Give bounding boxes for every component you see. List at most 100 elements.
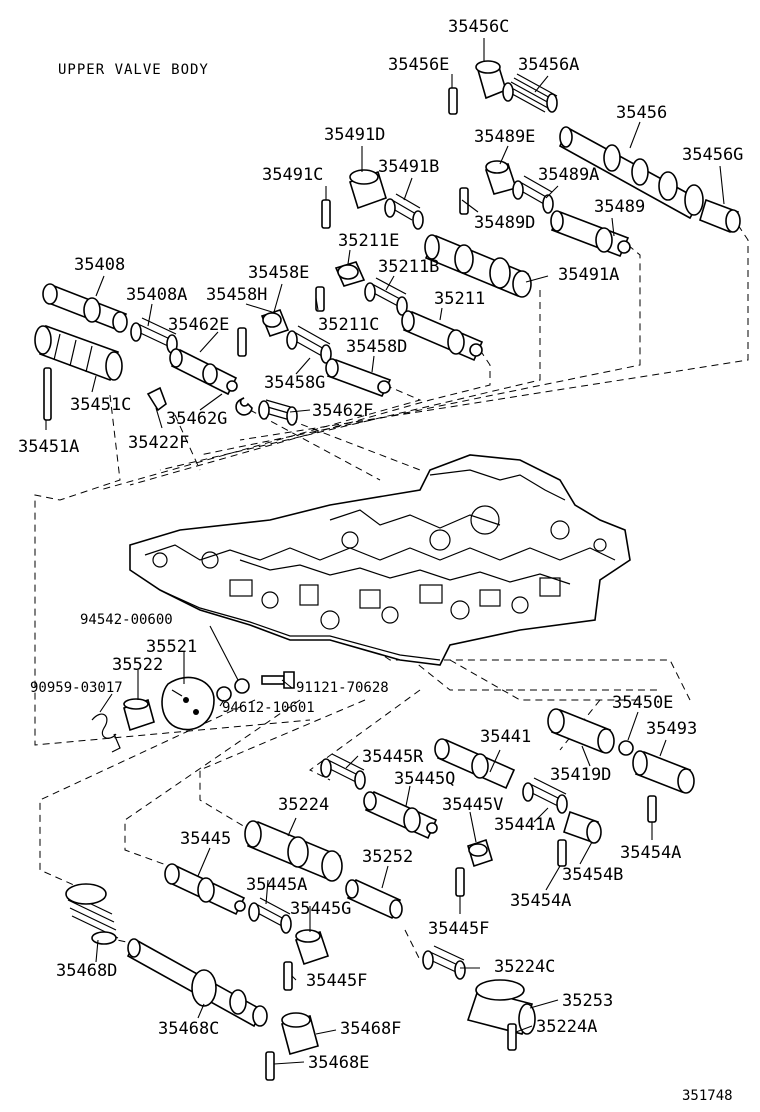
label-35462f: 35462F [312,401,373,421]
upper-valve-body-housing [129,454,631,666]
label-35445a: 35445A [246,875,307,895]
part-35493-plug [632,750,695,794]
part-35468f-plug [281,1012,319,1055]
part-35450e-ball [618,740,634,756]
label-35458g: 35458G [264,373,325,393]
label-35211b: 35211B [378,257,439,277]
part-35522-plug [123,698,155,732]
part-35468e-pin [265,1051,275,1081]
label-35450e: 35450E [612,693,673,713]
label-35408a: 35408A [126,285,187,305]
label-35489: 35489 [594,197,645,217]
label-35408: 35408 [74,255,125,275]
label-35445: 35445 [180,829,231,849]
part-35458d-valve [325,358,392,397]
label-35211: 35211 [434,289,485,309]
part-35489a-spring [512,175,554,214]
label-35458e: 35458E [248,263,309,283]
label-91121-70628: 91121-70628 [296,680,389,696]
label-35451a: 35451A [18,437,79,457]
part-35491d-plug [349,169,387,210]
label-35454a-center: 35454A [510,891,571,911]
label-35468c: 35468C [158,1019,219,1039]
part-35211e-plug [334,261,366,287]
part-35491a-valve [424,234,532,298]
part-35224-valve [244,820,343,882]
part-35445g-plug [294,929,330,966]
part-35419d-sleeve [547,708,615,754]
part-35454b-plug [563,810,602,844]
part-35445a-spring [248,897,292,934]
part-35445f-pin-center [455,867,465,897]
label-35456e: 35456E [388,55,449,75]
label-35456: 35456 [616,103,667,123]
label-35422f: 35422F [128,433,189,453]
label-94612-10601: 94612-10601 [222,700,315,716]
part-35462e-pin [237,327,247,357]
part-91121-70628-bolt [261,671,295,689]
label-35224c: 35224C [494,957,555,977]
part-35458g-spring [286,325,332,364]
part-35491c-pin [321,199,331,229]
label-35445f-center: 35445F [428,919,489,939]
part-35489e-plug [484,160,518,195]
label-35253: 35253 [562,991,613,1011]
label-35468f: 35468F [340,1019,401,1039]
label-35521: 35521 [146,637,197,657]
label-35468d: 35468D [56,961,117,981]
label-35489d: 35489D [474,213,535,233]
part-35454a-pin-right [647,795,657,823]
label-35458d: 35458D [346,337,407,357]
label-35445f-left: 35445F [306,971,367,991]
label-35252: 35252 [362,847,413,867]
part-35462-valve [169,348,238,396]
part-35224c-spring [422,945,466,980]
part-35451a-pin [43,367,52,421]
part-35456e-pin [448,87,458,115]
part-35445v-plug [467,838,493,868]
label-35468e: 35468E [308,1053,369,1073]
label-35445g: 35445G [290,899,351,919]
part-35445-valve [164,863,246,916]
label-35454a-right: 35454A [620,843,681,863]
diagram-title: UPPER VALVE BODY [58,62,209,78]
part-94542-00600-washer [234,678,250,694]
label-35493: 35493 [646,719,697,739]
part-94612-10601-washer [216,686,232,702]
part-35456g-plug [699,198,741,234]
part-35454a-pin-center [557,839,567,867]
part-35211b-spring [364,277,408,316]
part-35468c-valve [126,938,268,1028]
label-35224: 35224 [278,795,329,815]
label-35456c: 35456C [448,17,509,37]
label-35491c: 35491C [262,165,323,185]
part-90959-03017-spring [91,713,121,753]
part-35441a-spring [522,777,568,814]
part-35458h-plug [260,309,290,337]
part-35224a-pin [507,1023,517,1051]
part-35422f-retainer [146,386,167,412]
part-35253-sleeve [466,979,536,1035]
label-35456a: 35456A [518,55,579,75]
label-35522: 35522 [112,655,163,675]
label-35224a: 35224A [536,1017,597,1037]
label-35454b: 35454B [562,865,623,885]
label-35491b: 35491B [378,157,439,177]
part-35456a-spring [502,73,558,113]
part-35456c-plug [475,60,507,100]
part-35462f-spring [258,399,298,426]
label-35211e: 35211E [338,231,399,251]
label-35441: 35441 [480,727,531,747]
label-35451c: 35451C [70,395,131,415]
part-35445r-spring [320,753,366,790]
part-35489-valve [550,210,631,258]
part-35408-valve [42,283,128,333]
part-35445q-valve [363,790,438,840]
part-35441-valve [434,738,516,790]
label-35445v: 35445V [442,795,503,815]
part-35468d-spring [65,883,119,945]
label-35462g: 35462G [166,409,227,429]
part-35491b-spring [384,193,424,230]
label-35441a: 35441A [494,815,555,835]
